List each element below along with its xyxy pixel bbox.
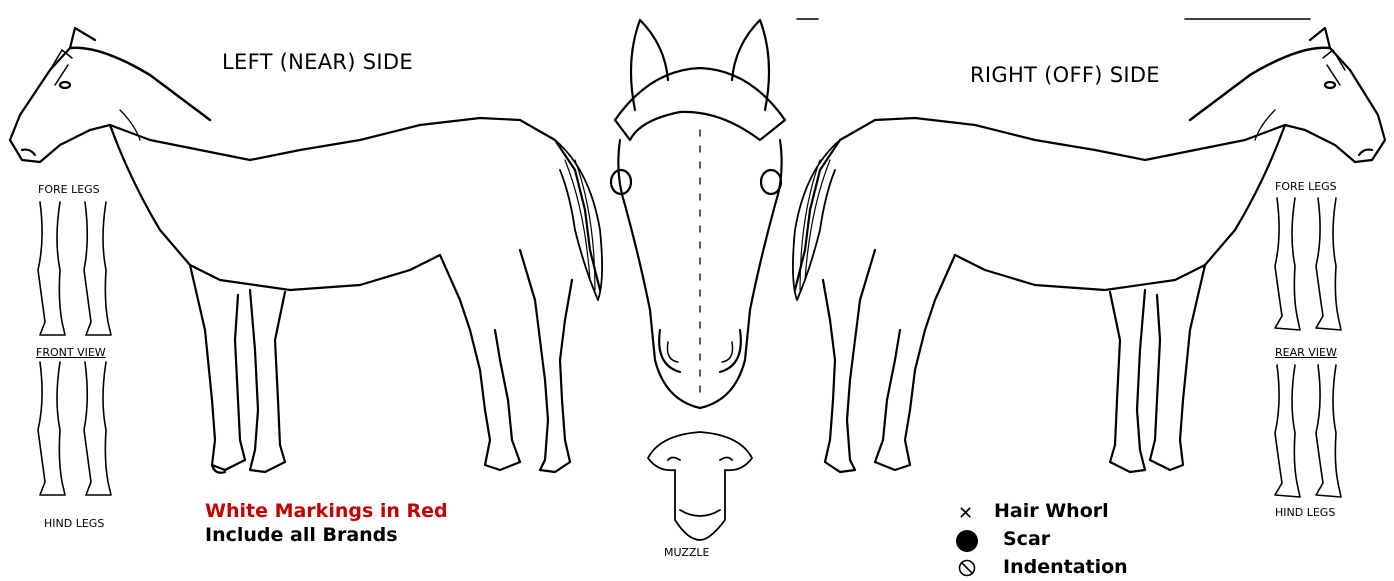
front-head — [611, 20, 785, 408]
right-hind-legs-label: HIND LEGS — [1275, 506, 1335, 519]
legend-indentation: Indentation — [1003, 556, 1128, 578]
front-view-label: FRONT VIEW — [36, 346, 106, 359]
left-fore-legs-label: FORE LEGS — [38, 183, 100, 196]
rear-view-label: REAR VIEW — [1275, 346, 1337, 359]
brands-note: Include all Brands — [205, 524, 398, 546]
filled-circle-icon — [956, 530, 978, 552]
muzzle-drawing — [648, 432, 752, 540]
right-side-horse — [793, 28, 1385, 472]
legend-scar: Scar — [1003, 528, 1050, 550]
white-markings-note: White Markings in Red — [205, 500, 448, 522]
muzzle-label: MUZZLE — [664, 546, 710, 559]
left-hind-legs-label: HIND LEGS — [44, 517, 104, 530]
right-fore-legs-label: FORE LEGS — [1275, 180, 1337, 193]
circle-slash-icon — [958, 559, 976, 581]
legend-hair-whorl: Hair Whorl — [994, 500, 1109, 522]
left-side-horse — [10, 28, 602, 473]
x-mark-icon: ✕ — [958, 503, 973, 524]
right-side-title: RIGHT (OFF) SIDE — [970, 63, 1160, 87]
left-side-title: LEFT (NEAR) SIDE — [222, 50, 413, 74]
